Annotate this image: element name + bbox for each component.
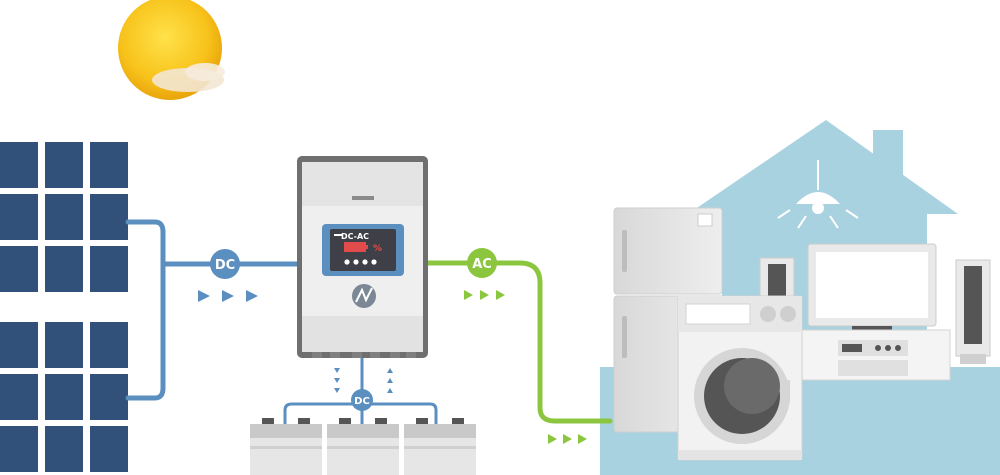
battery-indicator-icon (344, 242, 366, 252)
solar-panel-cell (45, 194, 83, 240)
solar-panel-cell (0, 194, 38, 240)
battery-flow-arrows (334, 368, 393, 393)
washing-machine (677, 295, 803, 461)
solar-panel-array-top (0, 142, 128, 292)
ac-wiring (425, 260, 613, 424)
ceiling-lamp-icon (777, 160, 859, 229)
indicator-dots (344, 259, 377, 265)
solar-panel-cell (0, 374, 38, 420)
solar-panel-cell (0, 142, 38, 188)
battery-icon (250, 418, 322, 475)
dc-label: DC (215, 258, 235, 273)
battery-dc-label-badge: DC (351, 389, 373, 411)
battery-dc-label: DC (354, 396, 370, 407)
solar-panel-cell (45, 374, 83, 420)
solar-panel-cell (90, 246, 128, 292)
speaker-right (955, 259, 991, 364)
solar-panel-array-bottom (0, 322, 128, 472)
solar-panel-cell (0, 322, 38, 368)
ac-flow-arrows-bottom (548, 434, 587, 444)
battery-icon (327, 418, 399, 475)
solar-panel-cell (45, 426, 83, 472)
inverter-ports (312, 352, 416, 358)
solar-panel-cell (45, 142, 83, 188)
percent-sign: % (373, 244, 382, 254)
solar-panel-cell (45, 246, 83, 292)
ac-label-badge: AC (467, 248, 497, 278)
solar-panel-cell (90, 426, 128, 472)
inverter-unit: DC-AC % (297, 156, 428, 358)
sun-icon (118, 0, 225, 100)
solar-panel-cell (90, 374, 128, 420)
ac-flow-arrows-top (464, 290, 505, 300)
dc-flow-arrows (198, 290, 258, 302)
solar-panel-cell (90, 194, 128, 240)
battery-bank (250, 418, 476, 475)
dc-wiring (125, 219, 303, 401)
television (807, 243, 937, 330)
solar-panel-cell (0, 426, 38, 472)
solar-panel-cell (45, 322, 83, 368)
ac-label: AC (472, 257, 492, 272)
solar-panel-cell (0, 246, 38, 292)
solar-panel-cell (90, 322, 128, 368)
dc-label-badge: DC (210, 249, 240, 279)
solar-panel-cell (90, 142, 128, 188)
inverter-mode-label: DC-AC (341, 232, 369, 241)
tv-cabinet (799, 329, 951, 381)
battery-icon (404, 418, 476, 475)
